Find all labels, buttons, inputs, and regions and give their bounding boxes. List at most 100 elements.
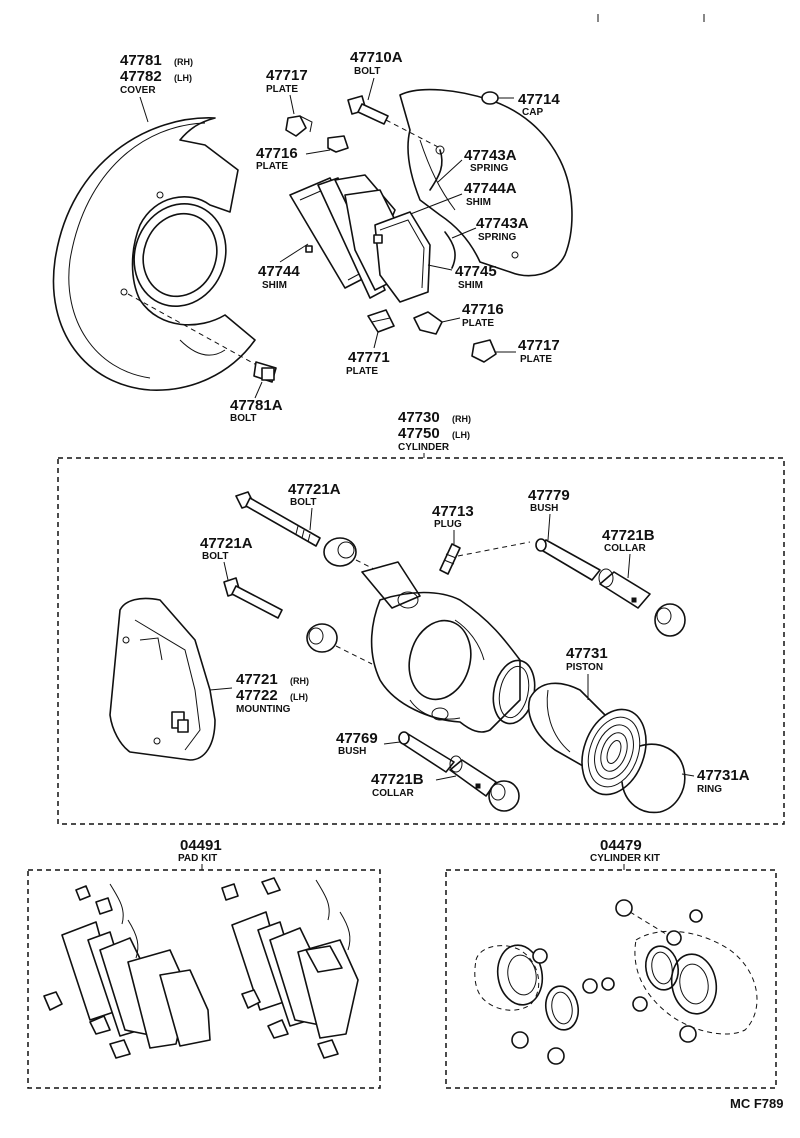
cylinder-number-lh: 47750	[398, 425, 440, 442]
cover-bolt-illustration	[127, 293, 277, 383]
spring-47743a-top-illustration	[429, 149, 443, 191]
plate-47716-bottom-callout: 47716 PLATE	[441, 301, 504, 329]
pad-kit-set-1-illustration	[43, 883, 211, 1059]
spring-47743a-bottom-number: 47743A	[476, 215, 529, 232]
cylinder-kit-set-1-illustration	[474, 944, 615, 1065]
shim-47744-callout: 47744 SHIM	[258, 243, 309, 291]
bush-47769-label: BUSH	[338, 746, 366, 757]
plate-47716-bottom-illustration	[413, 311, 443, 335]
cylinder-label: CYLINDER	[398, 442, 450, 453]
plate-47717-top-callout: 47717 PLATE	[266, 67, 308, 115]
collar-47721b-top-number: 47721B	[602, 527, 655, 544]
shim-47745-label: SHIM	[458, 280, 483, 291]
bolt-47721a-left-label: BOLT	[202, 551, 228, 562]
bolt-47710a-label: BOLT	[354, 66, 380, 77]
mounting-number-rh: 47721	[236, 671, 278, 688]
plug-47713-label: PLUG	[434, 519, 462, 530]
shim-47744a-callout: 47744A SHIM	[407, 180, 517, 216]
cylinder-kit-label: CYLINDER KIT	[590, 853, 660, 864]
mounting-callout: 47721 (RH) 47722 (LH) MOUNTING	[209, 671, 309, 715]
plug-47713-number: 47713	[432, 503, 474, 520]
bush-47769-number: 47769	[336, 730, 378, 747]
plate-47717-bottom-label: PLATE	[520, 354, 552, 365]
cover-label: COVER	[120, 85, 156, 96]
bush-47769-callout: 47769 BUSH	[336, 730, 401, 757]
mounting-suffix-rh: (RH)	[290, 676, 309, 686]
boot-top-illustration	[323, 537, 381, 573]
plate-47716-bottom-label: PLATE	[462, 318, 494, 329]
plate-47716-top-illustration	[327, 135, 349, 153]
cap-47714-illustration	[481, 91, 499, 105]
plate-47717-top-number: 47717	[266, 67, 308, 84]
spring-47743a-top-label: SPRING	[470, 163, 509, 174]
plate-47716-top-label: PLATE	[256, 161, 288, 172]
pad-kit-callout: 04491 PAD KIT	[178, 837, 222, 870]
shim-47744-number: 47744	[258, 263, 300, 280]
shim-47744-label: SHIM	[262, 280, 287, 291]
piston-47731-number: 47731	[566, 645, 608, 662]
bush-47779-callout: 47779 BUSH	[528, 487, 570, 541]
plate-47717-bottom-illustration	[471, 339, 497, 363]
plate-47716-top-number: 47716	[256, 145, 298, 162]
cylinder-callout: 47730 (RH) 47750 (LH) CYLINDER	[398, 409, 471, 458]
plate-47717-top-label: PLATE	[266, 84, 298, 95]
bolt-47710a-number: 47710A	[350, 49, 403, 66]
collar-47721b-bottom-number: 47721B	[371, 771, 424, 788]
collar-47721b-bottom-illustration	[449, 755, 520, 812]
cover-number-rh: 47781	[120, 52, 162, 69]
cylinder-suffix-rh: (RH)	[452, 414, 471, 424]
plug-47713-callout: 47713 PLUG	[432, 503, 474, 544]
collar-47721b-bottom-label: COLLAR	[372, 788, 414, 799]
shim-47745-number: 47745	[455, 263, 497, 280]
bolt-47721a-left-illustration	[223, 577, 283, 619]
plate-47717-bottom-number: 47717	[518, 337, 560, 354]
shim-47744a-number: 47744A	[464, 180, 517, 197]
bush-47779-label: BUSH	[530, 503, 558, 514]
cylinder-body-illustration	[361, 561, 521, 733]
bush-47779-number: 47779	[528, 487, 570, 504]
piston-47731-label: PISTON	[566, 662, 603, 673]
spring-47743a-bottom-illustration	[444, 231, 456, 269]
ring-47731a-number: 47731A	[697, 767, 750, 784]
plate-47771-callout: 47771 PLATE	[346, 331, 390, 377]
cap-47714-label: CAP	[522, 107, 543, 118]
mounting-suffix-lh: (LH)	[290, 692, 308, 702]
bolt-47710a-callout: 47710A BOLT	[350, 49, 403, 101]
mounting-bracket-illustration	[109, 597, 216, 761]
collar-47721b-top-illustration	[598, 568, 651, 609]
bolt-47781a-callout: 47781A BOLT	[230, 381, 283, 424]
boot-right-illustration	[654, 603, 686, 637]
bolt-47781a-number: 47781A	[230, 397, 283, 414]
plate-47771-illustration	[367, 309, 395, 333]
cylinder-kit-box	[445, 869, 777, 1089]
cylinder-suffix-lh: (LH)	[452, 430, 470, 440]
mounting-label: MOUNTING	[236, 704, 291, 715]
shim-47745-callout: 47745 SHIM	[427, 263, 497, 291]
pad-kit-set-2-illustration	[221, 877, 359, 1059]
pad-kit-label: PAD KIT	[178, 853, 217, 864]
bolt-47721a-top-callout: 47721A BOLT	[288, 481, 341, 531]
cover-number-lh: 47782	[120, 68, 162, 85]
diagram-code: MC F789	[730, 1096, 783, 1111]
cover-suffix-rh: (RH)	[174, 57, 193, 67]
piston-47731-callout: 47731 PISTON	[566, 645, 608, 700]
ring-47731a-illustration	[621, 743, 686, 814]
plate-47771-number: 47771	[348, 349, 390, 366]
shim-47744a-label: SHIM	[466, 197, 491, 208]
mounting-number-lh: 47722	[236, 687, 278, 704]
cap-47714-callout: 47714 CAP	[498, 91, 560, 118]
bolt-47721a-top-number: 47721A	[288, 481, 341, 498]
bush-47779-illustration	[535, 538, 601, 581]
cap-47714-number: 47714	[518, 91, 560, 108]
pad-kit-number: 04491	[180, 837, 222, 854]
cylinder-kit-callout: 04479 CYLINDER KIT	[590, 837, 660, 870]
bush-47769-illustration	[398, 731, 455, 773]
boot-left-illustration	[306, 623, 373, 665]
plate-47717-bottom-callout: 47717 PLATE	[496, 337, 560, 365]
bolt-47710a-illustration	[347, 95, 441, 149]
plate-47716-top-callout: 47716 PLATE	[256, 145, 331, 172]
ring-47731a-label: RING	[697, 784, 722, 795]
spring-47743a-bottom-callout: 47743A SPRING	[451, 215, 529, 243]
bolt-47721a-top-label: BOLT	[290, 497, 316, 508]
